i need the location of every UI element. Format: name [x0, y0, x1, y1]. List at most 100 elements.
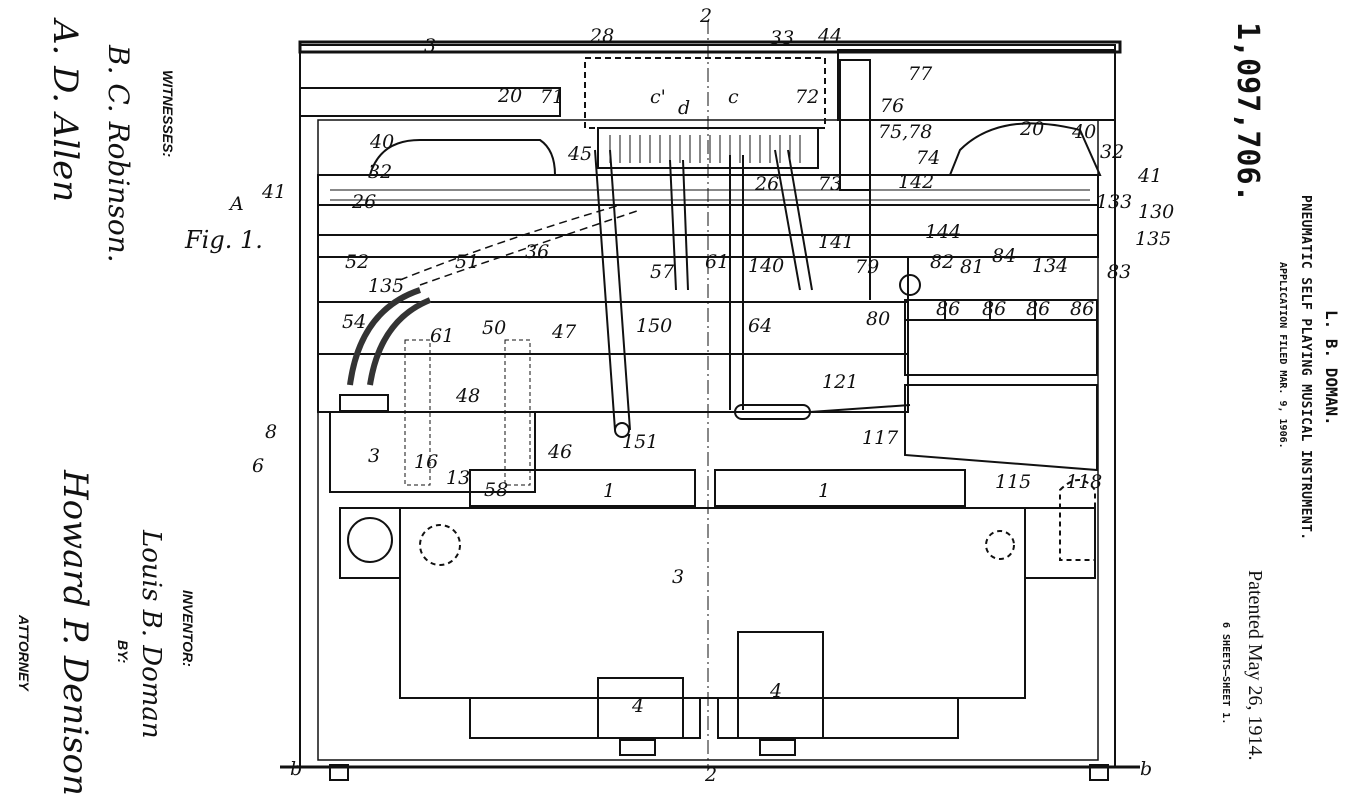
rod-150 [594, 149, 631, 431]
reference-numeral: 48 [455, 385, 480, 407]
attorney-signature: Howard P. Denison [55, 470, 95, 796]
motor-box [329, 411, 536, 493]
inventor-signature: Louis B. Doman [136, 530, 166, 739]
top-board-right [837, 49, 1116, 121]
figure-label: Fig. 1. [184, 226, 263, 254]
reference-numeral: 52 [345, 251, 369, 273]
top-board-left [299, 87, 561, 117]
reference-numeral: b [290, 758, 302, 780]
box-1-left [469, 469, 696, 507]
reference-numeral: 142 [898, 171, 934, 193]
top-rail [298, 40, 1122, 54]
reference-numeral: 47 [551, 321, 577, 343]
reference-numeral: 82 [930, 251, 954, 273]
reference-numeral: 74 [916, 147, 940, 169]
rod-64 [729, 155, 744, 410]
reference-numeral: 144 [925, 221, 961, 243]
inventor-name: L. B. DOMAN. [1322, 310, 1341, 426]
box-4-left [597, 677, 684, 739]
reference-numeral: 86 [1026, 298, 1050, 320]
reference-numeral: 44 [817, 25, 842, 47]
reference-numeral: 135 [1135, 228, 1171, 250]
invention-title: PNEUMATIC SELF PLAYING MUSICAL INSTRUMEN… [1298, 195, 1313, 541]
reference-numeral: 4 [769, 680, 782, 702]
reference-numeral: 3 [672, 566, 684, 588]
reference-numeral: 40 [1071, 121, 1096, 143]
reference-numeral: c' [650, 86, 666, 108]
music-roll [584, 57, 826, 129]
reference-numeral: 133 [1096, 191, 1132, 213]
reference-numeral: 61 [705, 251, 729, 273]
reference-numeral: 58 [484, 479, 508, 501]
reference-numeral: 79 [855, 256, 879, 278]
reference-numeral: 13 [446, 467, 470, 489]
reference-numeral: 115 [995, 471, 1031, 493]
box-4-right [737, 631, 824, 739]
reference-numeral: b [1140, 758, 1152, 780]
sheet-count: 6 SHEETS—SHEET 1. [1220, 622, 1231, 725]
reference-numeral: 6 [252, 455, 264, 477]
spool-drive [839, 59, 871, 191]
attorney-label: ATTORNEY [16, 615, 32, 691]
reference-numeral: 41 [261, 181, 286, 203]
reference-numeral: 135 [368, 275, 404, 297]
reference-numeral: 1 [603, 480, 615, 502]
patent-number: 1,097,706. [1230, 22, 1265, 203]
reference-numeral: 73 [818, 173, 842, 195]
application-date: APPLICATION FILED MAR. 9, 1906. [1277, 262, 1288, 449]
reference-numeral: 28 [589, 25, 614, 47]
reference-numeral: 83 [1107, 261, 1131, 283]
reference-numeral: 72 [795, 86, 819, 108]
reference-numeral: 76 [880, 95, 904, 117]
witness-1-signature: B. C. Robinson. [102, 45, 135, 263]
reference-numeral: 77 [908, 63, 933, 85]
reservoir-117 [904, 384, 1098, 472]
reference-numeral: 20 [1019, 118, 1044, 140]
box-1-right [714, 469, 966, 507]
reference-numeral: 86 [936, 298, 960, 320]
reference-numeral: 118 [1066, 471, 1102, 493]
reference-numeral: 32 [1100, 141, 1124, 163]
reference-numeral: A [228, 193, 244, 215]
reference-numeral: 54 [342, 311, 366, 333]
witnesses-label: WITNESSES: [160, 70, 176, 158]
reference-numeral: 33 [770, 27, 794, 49]
inventor-label: INVENTOR: [180, 590, 196, 667]
reference-numeral: 75,78 [878, 121, 932, 143]
reference-numeral: 26 [754, 173, 779, 195]
bellows-3 [399, 507, 1026, 699]
by-label: BY: [115, 640, 131, 664]
reference-numeral: 50 [482, 317, 506, 339]
reference-numeral: 45 [567, 143, 592, 165]
reference-numeral: 141 [818, 231, 854, 253]
reference-numeral: 51 [455, 251, 479, 273]
reference-numeral: 3 [368, 445, 380, 467]
reference-numeral: 36 [525, 241, 549, 263]
reference-numeral: 40 [369, 131, 394, 153]
reference-numeral: 4 [631, 695, 644, 717]
reference-numeral: 57 [650, 261, 675, 283]
reference-numeral: 16 [414, 451, 438, 473]
reference-numeral: 117 [862, 427, 899, 449]
reference-numeral: 8 [265, 421, 277, 443]
pneumatic-stack-right [948, 122, 1102, 176]
reference-numeral: 84 [992, 245, 1016, 267]
reference-numeral: 41 [1137, 165, 1162, 187]
reference-numeral: 1 [818, 480, 830, 502]
reference-numeral: 140 [748, 255, 784, 277]
reference-numeral: 2 [704, 764, 717, 786]
reference-numeral: c [728, 86, 739, 108]
reference-numeral: 150 [636, 315, 672, 337]
reference-numeral: 32 [368, 161, 392, 183]
pneumatic-stack-left [368, 139, 557, 176]
reference-numeral: 151 [622, 431, 658, 453]
reference-numeral: 20 [497, 85, 522, 107]
reference-numeral: 71 [540, 86, 564, 108]
reference-numeral: 86 [1070, 298, 1094, 320]
reference-numeral: 130 [1138, 201, 1174, 223]
patented-date: Patented May 26, 1914. [1244, 570, 1266, 761]
reference-numeral: 46 [547, 441, 572, 463]
reference-numeral: 61 [430, 325, 454, 347]
reference-numeral: 26 [351, 191, 376, 213]
